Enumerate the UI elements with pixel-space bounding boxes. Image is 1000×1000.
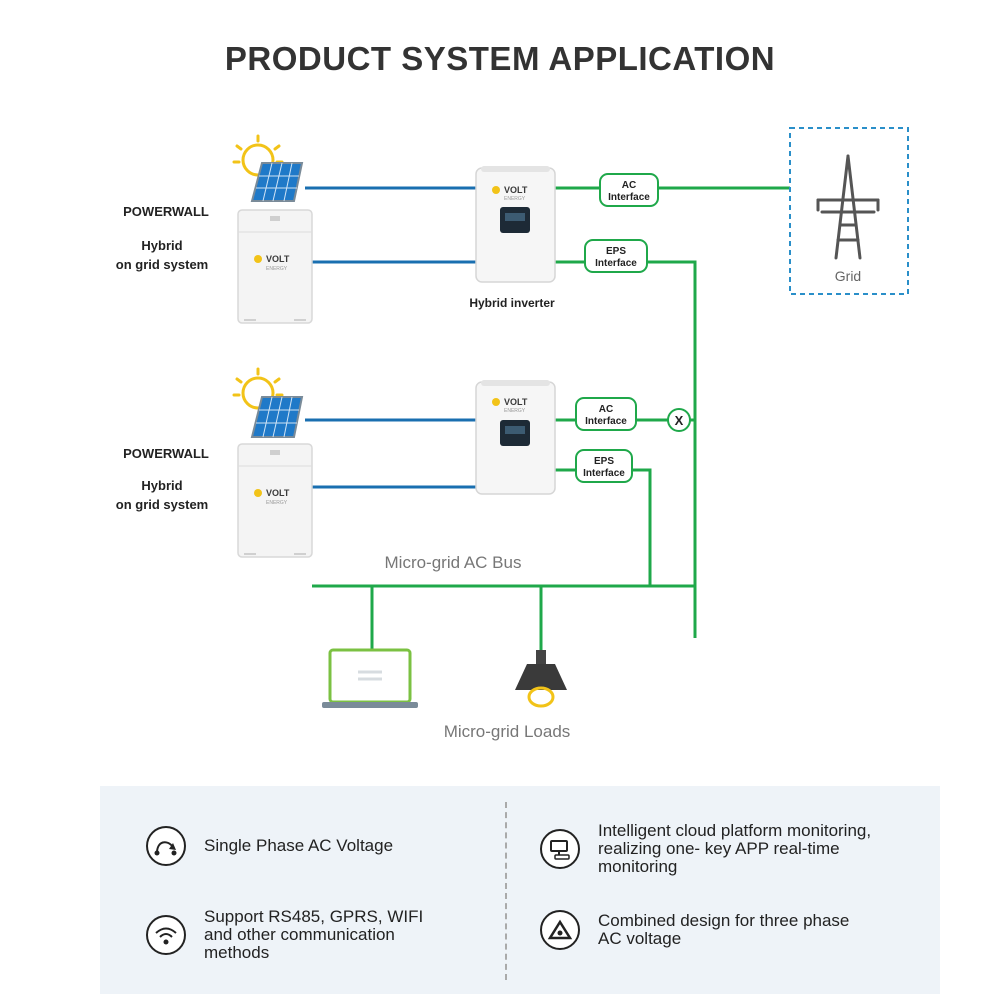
laptop-icon <box>322 648 418 708</box>
feature-item: Intelligent cloud platform monitoring, r… <box>540 822 871 876</box>
solar-panel-icon-bottom <box>250 396 304 438</box>
hybrid-inverter-bottom: VOLT ENERGY <box>475 380 556 495</box>
ac-interface-line1: AC <box>599 404 613 415</box>
blue-wires <box>305 186 476 489</box>
green-wires <box>312 186 790 650</box>
feature-text: Support RS485, GPRS, WIFI and other comm… <box>204 907 424 962</box>
system-diagram: POWERWALL Hybrid on grid system VOLT ENE… <box>116 127 909 741</box>
feature-text: Combined design for three phase AC volta… <box>598 911 850 948</box>
system-desc2-bottom: on grid system <box>116 497 208 512</box>
battery-brand-bottom: VOLT <box>266 488 290 498</box>
ceiling-lamp-icon <box>515 650 567 708</box>
system-desc1-bottom: Hybrid <box>141 478 182 493</box>
volt-logo-icon <box>254 255 262 263</box>
battery-sub-top: ENERGY <box>266 266 288 272</box>
grid-label: Grid <box>835 268 861 284</box>
system-name-bottom: POWERWALL <box>123 446 209 461</box>
wifi-icon <box>146 915 186 955</box>
sun-icon-bottom <box>232 367 284 410</box>
feature-text: Intelligent cloud platform monitoring, r… <box>598 821 872 876</box>
solar-panel-icon-top <box>250 162 304 202</box>
inverter-sub-top: ENERGY <box>504 196 526 202</box>
curve-arrow-icon <box>146 826 186 866</box>
eps-interface-line2: Interface <box>583 468 625 479</box>
disconnect-switch: X <box>667 408 691 432</box>
hybrid-inverter-top: VOLT ENERGY <box>475 166 556 283</box>
eps-bottom-down-wire <box>632 468 652 586</box>
monitor-icon <box>540 829 580 869</box>
triangle-icon <box>540 910 580 950</box>
switch-label: X <box>675 413 684 428</box>
panel-divider <box>505 802 507 980</box>
eps-interface-top: EPS Interface <box>584 239 648 273</box>
powerwall-battery-top: VOLT ENERGY <box>237 209 313 324</box>
volt-logo-icon <box>492 186 500 194</box>
eps-interface-line2: Interface <box>595 258 637 269</box>
powerwall-battery-bottom: VOLT ENERGY <box>237 443 313 558</box>
inverter-brand-top: VOLT <box>504 185 528 195</box>
ac-interface-top: AC Interface <box>599 173 659 207</box>
inverter-sub-bottom: ENERGY <box>504 408 526 414</box>
page-title: PRODUCT SYSTEM APPLICATION <box>224 40 776 77</box>
feature-text: Single Phase AC Voltage <box>204 836 394 855</box>
transmission-tower-icon <box>816 154 880 260</box>
eps-top-down-wire <box>647 260 697 638</box>
volt-logo-icon <box>492 398 500 406</box>
loads-label: Micro-grid Loads <box>444 722 571 741</box>
system-desc2-top: on grid system <box>116 257 208 272</box>
bus-label: Micro-grid AC Bus <box>385 553 522 572</box>
volt-logo-icon <box>254 489 262 497</box>
ac-interface-line2: Interface <box>585 416 627 427</box>
ac-interface-line2: Interface <box>608 192 650 203</box>
ac-interface-line1: AC <box>622 180 636 191</box>
feature-item: Support RS485, GPRS, WIFI and other comm… <box>146 908 423 962</box>
ac-interface-bottom: AC Interface <box>575 397 637 431</box>
feature-item: Single Phase AC Voltage <box>146 826 393 866</box>
eps-interface-bottom: EPS Interface <box>575 449 633 483</box>
battery-sub-bottom: ENERGY <box>266 500 288 506</box>
system-name-top: POWERWALL <box>123 204 209 219</box>
system-desc1-top: Hybrid <box>141 238 182 253</box>
eps-interface-line1: EPS <box>606 246 626 257</box>
eps-interface-line1: EPS <box>594 456 614 467</box>
features-panel: Single Phase AC Voltage Support RS485, G… <box>100 786 940 994</box>
inverter-label: Hybrid inverter <box>469 296 555 310</box>
battery-brand-top: VOLT <box>266 254 290 264</box>
grid-box: Grid <box>789 127 909 295</box>
inverter-brand-bottom: VOLT <box>504 397 528 407</box>
feature-item: Combined design for three phase AC volta… <box>540 910 849 950</box>
